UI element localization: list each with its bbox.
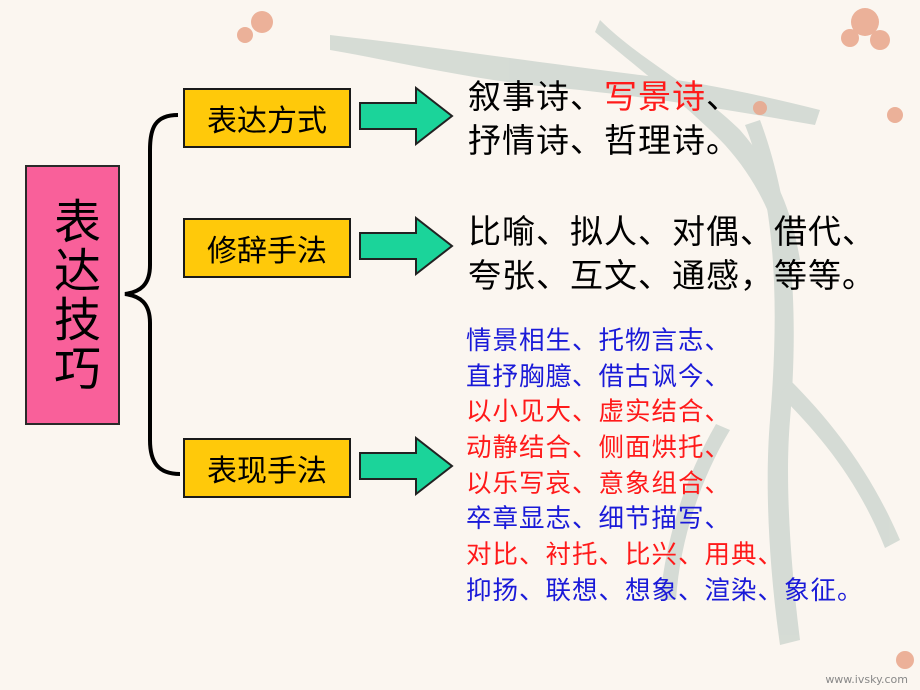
technique-line: 情景相生、托物言志、	[466, 326, 732, 356]
technique-line: 直抒胸臆、借古讽今、	[466, 361, 732, 392]
text-segment: 叙事诗、	[468, 77, 604, 116]
text-segment: 、	[706, 77, 740, 116]
technique-line: 对比、衬托、比兴、用典、	[466, 540, 785, 571]
arrow-icon	[359, 86, 454, 146]
technique-list: 情景相生、托物言志、 直抒胸臆、借古讽今、 以小见大、虚实结合、 动静结合、侧面…	[466, 324, 864, 610]
technique-line: 动静结合、侧面烘托、	[466, 433, 732, 464]
watermark: www.ivsky.com	[825, 673, 908, 686]
branch-label: 表现手法	[207, 454, 327, 489]
branch-label: 修辞手法	[207, 234, 327, 269]
text-segment: 抒情诗、哲理诗。	[468, 121, 740, 160]
branch-2-line-2: 夸张、互文、通感，等等。	[468, 249, 876, 297]
branch-expression-mode: 表达方式	[183, 88, 351, 148]
branch-1-line-2: 抒情诗、哲理诗。	[468, 114, 740, 162]
technique-line: 以小见大、虚实结合、	[466, 397, 732, 428]
text-segment-highlight: 写景诗	[604, 77, 706, 116]
text-segment: 比喻、拟人、对偶、借代、	[468, 212, 876, 251]
branch-expressive-technique: 表现手法	[183, 438, 351, 498]
branch-1-line-1: 叙事诗、写景诗、	[468, 70, 740, 118]
root-node: 表达技巧	[25, 165, 120, 425]
arrow-icon	[359, 216, 454, 276]
branch-rhetoric: 修辞手法	[183, 218, 351, 278]
text-segment: 夸张、互文、通感，等等。	[468, 256, 876, 295]
branch-label: 表达方式	[207, 104, 327, 139]
technique-line: 以乐写哀、意象组合、	[466, 468, 732, 499]
branch-2-line-1: 比喻、拟人、对偶、借代、	[468, 205, 876, 253]
technique-line: 卒章显志、细节描写、	[466, 504, 732, 535]
arrow-icon	[359, 436, 454, 496]
root-label: 表达技巧	[45, 197, 100, 393]
technique-line: 抑扬、联想、想象、渲染、象征。	[466, 575, 864, 606]
